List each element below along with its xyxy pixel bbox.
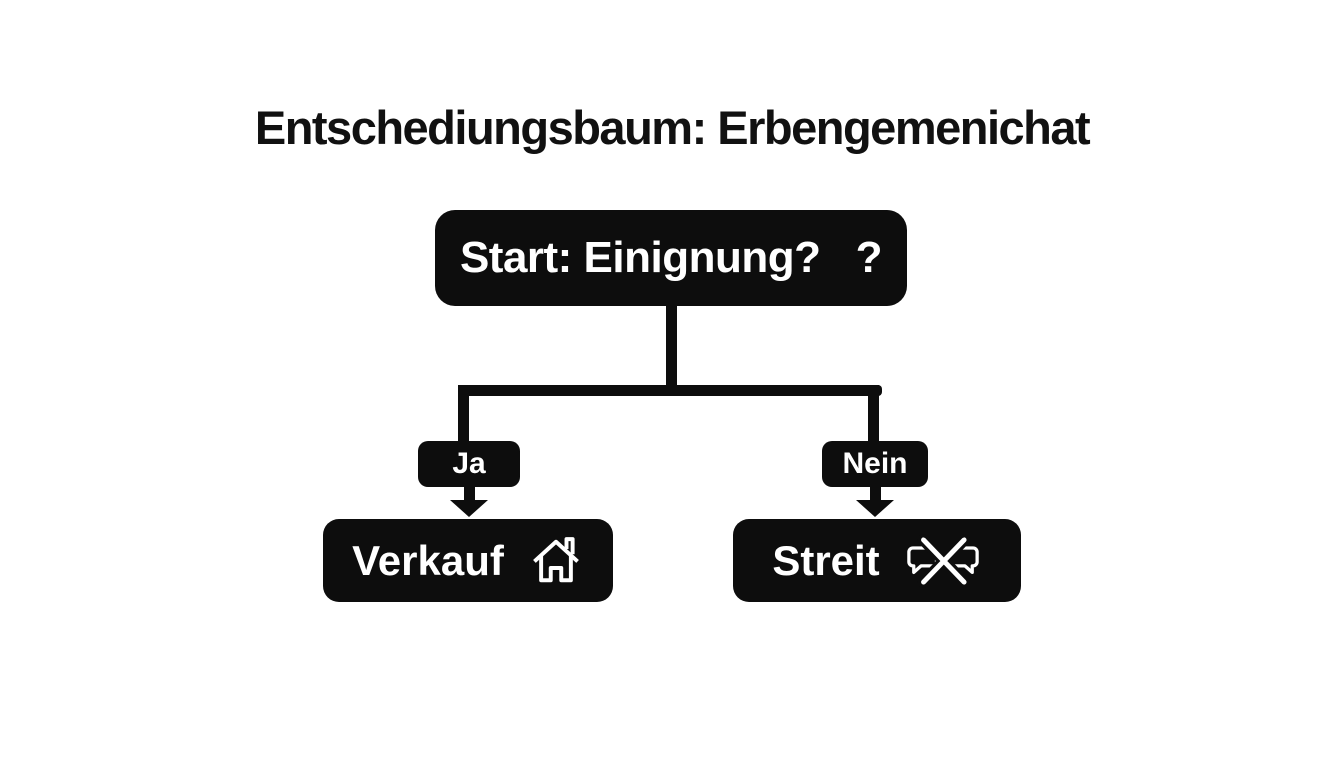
start-node-label: Start: Einignung? ? [459, 233, 883, 282]
outcome-node-streit: Streit [733, 519, 1021, 602]
connector-crossbar [458, 385, 882, 396]
crossed-speech-bubbles-icon [904, 533, 982, 588]
outcome-streit-label: Streit [772, 536, 880, 584]
connector-trunk [666, 304, 677, 392]
connector-drop-left [458, 385, 469, 442]
branch-label-nein-text: Nein [842, 447, 908, 480]
outcome-verkauf-label: Verkauf [352, 536, 504, 584]
page-title: Entschediungsbaum: Erbengemenichat [254, 101, 1091, 154]
start-node: Start: Einignung? ? [435, 210, 907, 306]
arrow-left-shaft [464, 487, 475, 502]
arrow-left-head [450, 500, 488, 517]
branch-label-ja: Ja [418, 441, 520, 487]
outcome-node-verkauf: Verkauf [323, 519, 613, 602]
branch-label-ja-text: Ja [452, 447, 486, 480]
house-icon [528, 533, 584, 589]
arrow-right-head [856, 500, 894, 517]
connector-drop-right [868, 385, 879, 442]
branch-label-nein: Nein [822, 441, 928, 487]
arrow-right-shaft [870, 487, 881, 502]
